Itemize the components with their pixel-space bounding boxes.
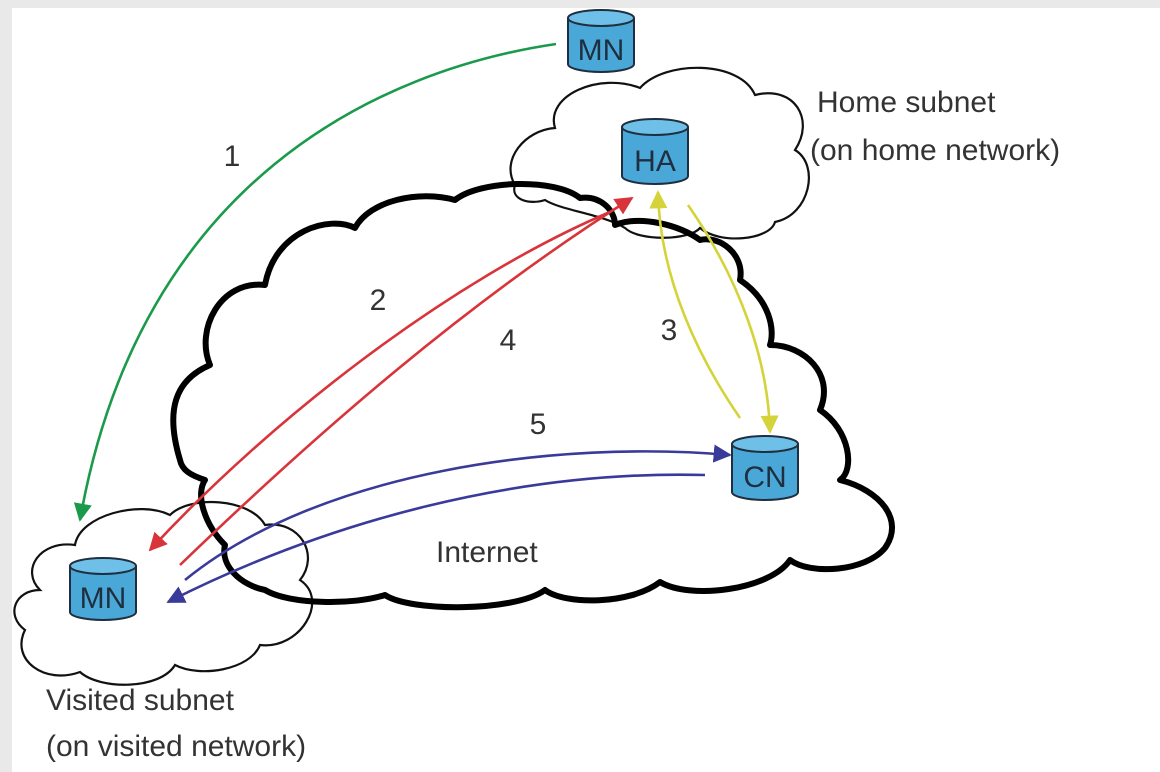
diagram-canvas: MN HA CN MN 1 2 4 3 5 Home subnet (on ho… — [12, 8, 1160, 772]
database-cylinder-icon — [731, 435, 799, 501]
cn-label: CN — [743, 461, 786, 494]
mobile-ip-diagram: MN HA CN MN 1 2 4 3 5 Home subnet (on ho… — [13, 9, 1060, 763]
database-cylinder-icon — [567, 9, 635, 73]
step-4-label: 4 — [500, 324, 517, 357]
mn-visited-node: MN — [69, 557, 137, 621]
step-3-label: 3 — [661, 314, 678, 347]
home-subnet-subtitle: (on home network) — [810, 134, 1060, 167]
database-cylinder-icon — [69, 557, 137, 621]
arrow-step-5-to-cn — [184, 444, 732, 582]
internet-cloud — [170, 181, 895, 611]
mn-visited-label: MN — [80, 582, 127, 615]
arrow-step-3-down — [686, 204, 779, 434]
arrow-step-4 — [179, 196, 634, 566]
arrow-step-1 — [73, 42, 557, 522]
step-1-label: 1 — [224, 140, 241, 173]
ha-label: HA — [634, 145, 676, 178]
arrow-step-2 — [148, 210, 611, 552]
internet-label: Internet — [436, 536, 538, 569]
ha-node: HA — [621, 118, 689, 185]
visited-subnet-title: Visited subnet — [46, 684, 235, 717]
mn-home-node: MN — [567, 9, 635, 73]
arrow-step-5-to-mn — [166, 473, 706, 604]
visited-subnet-cloud — [13, 500, 314, 686]
arrow-step-3-up — [649, 190, 742, 419]
step-2-label: 2 — [370, 284, 387, 317]
cn-node: CN — [731, 435, 799, 501]
step-5-label: 5 — [530, 408, 547, 441]
database-cylinder-icon — [621, 118, 689, 185]
mn-home-label: MN — [578, 34, 625, 67]
home-subnet-title: Home subnet — [817, 86, 996, 119]
visited-subnet-subtitle: (on visited network) — [46, 730, 306, 763]
